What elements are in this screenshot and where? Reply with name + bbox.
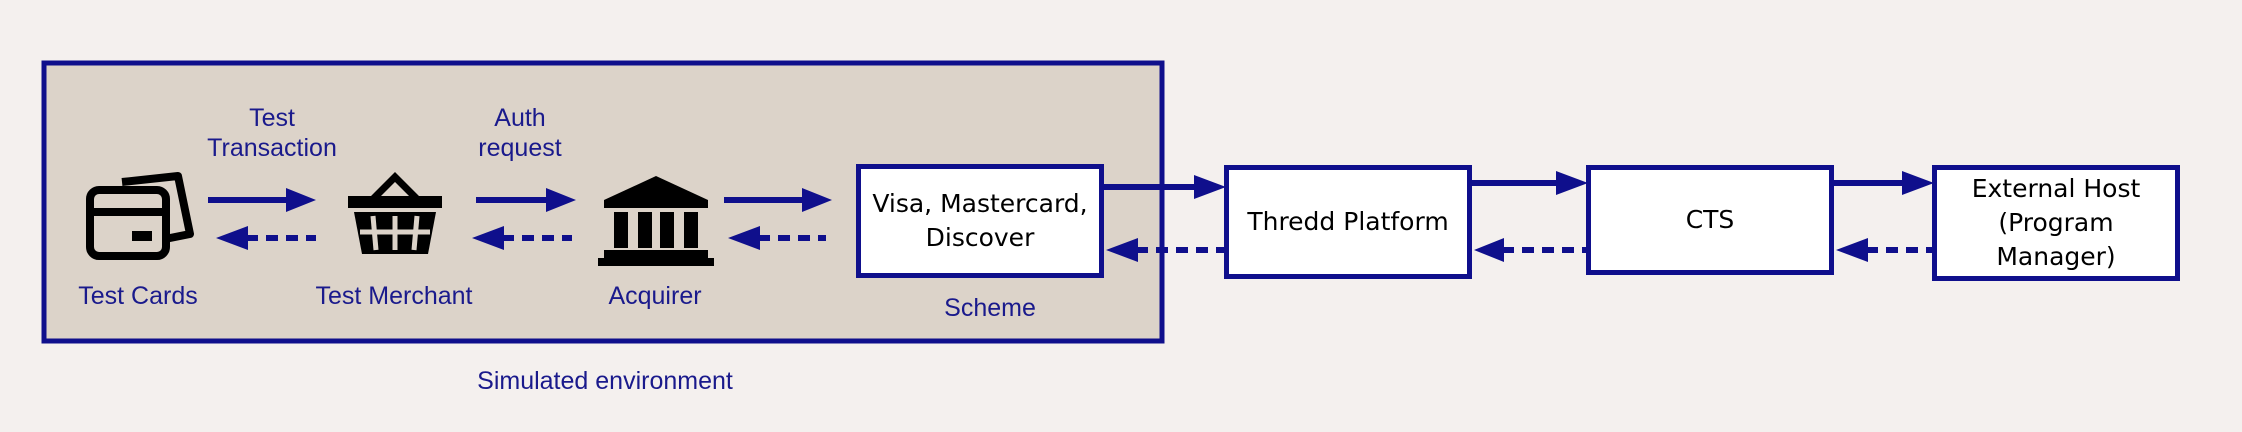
external-host-box: External Host (Program Manager): [1932, 165, 2180, 281]
arrowhead-cts-to-host: [1902, 171, 1934, 195]
cts-box: CTS: [1586, 165, 1834, 275]
arrowhead-cards-to-merchant: [286, 188, 316, 212]
external-host-text: External Host (Program Manager): [1971, 174, 2141, 271]
arrowhead-scheme-to-thredd: [1194, 175, 1226, 199]
simulated-environment-label: Simulated environment: [477, 367, 733, 395]
arrowhead-acquirer-to-merchant: [472, 226, 504, 250]
thredd-platform-text: Thredd Platform: [1247, 207, 1449, 236]
scheme-box-text: Visa, Mastercard, Discover: [872, 189, 1088, 252]
bank-icon: [598, 176, 714, 266]
arrowhead-thredd-to-cts: [1556, 171, 1588, 195]
edge-label-auth-request: Auth request: [478, 104, 562, 162]
thredd-platform-box: Thredd Platform: [1224, 165, 1472, 279]
arrowhead-cts-to-thredd: [1474, 238, 1504, 262]
credit-cards-icon: [86, 172, 194, 260]
scheme-box: Visa, Mastercard, Discover: [856, 164, 1104, 278]
node-label-test-cards: Test Cards: [78, 282, 198, 310]
cts-text: CTS: [1685, 205, 1735, 234]
arrowhead-host-to-cts: [1836, 238, 1868, 262]
return-arrows: [216, 226, 1932, 262]
node-label-scheme: Scheme: [944, 294, 1036, 322]
arrowhead-merchant-to-cards: [216, 226, 248, 250]
arrowhead-scheme-to-acquirer: [728, 226, 760, 250]
arrowhead-merchant-to-acquirer: [546, 188, 576, 212]
arrowhead-acquirer-to-scheme: [802, 188, 832, 212]
edge-label-test-transaction: Test Transaction: [207, 104, 337, 162]
arrowhead-thredd-to-scheme: [1106, 238, 1138, 262]
forward-arrows: [208, 171, 1934, 212]
node-label-test-merchant: Test Merchant: [315, 282, 473, 310]
shopping-basket-icon: [348, 172, 442, 254]
node-label-acquirer: Acquirer: [608, 282, 702, 310]
